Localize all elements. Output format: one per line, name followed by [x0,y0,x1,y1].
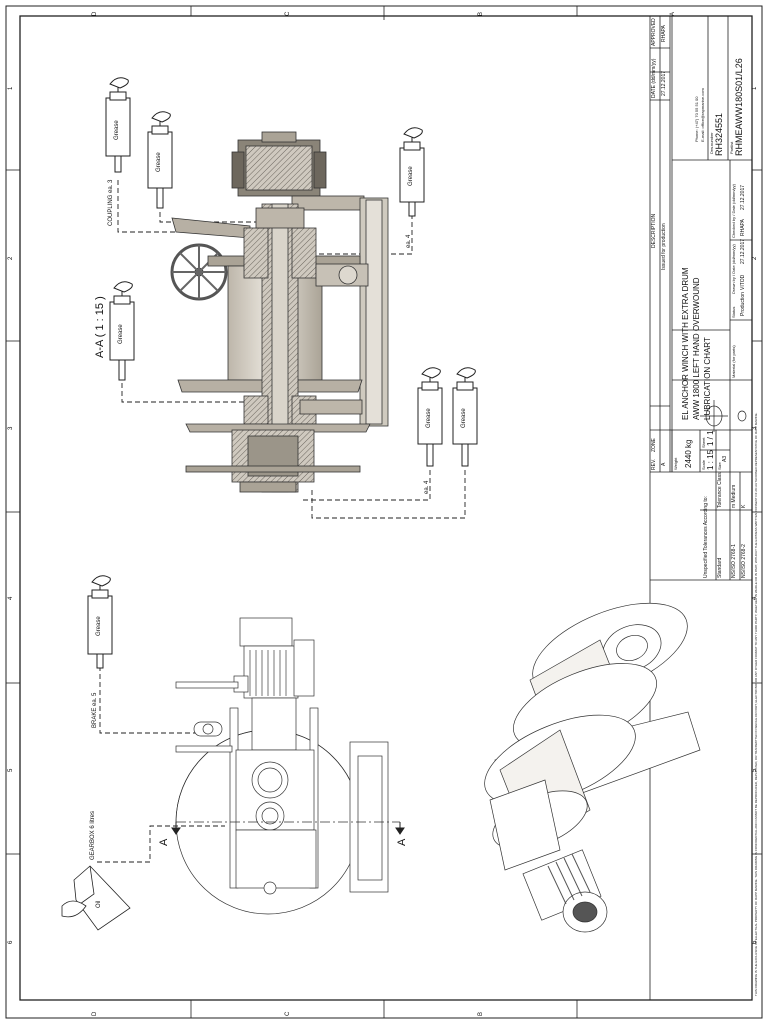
tb-material-label: Material (for parts) [731,345,736,378]
zone-marker-right-1: 1 [752,86,758,90]
zone-marker-bottom-D: D [92,1011,98,1016]
grease-gun-icon [417,367,443,467]
tb-std1: NS/ISO 2768-1 [731,544,737,578]
zone-marker-top-B: B [478,11,484,16]
grease-label-3: Grease [408,166,414,186]
grease-label-6: Grease [461,408,467,428]
grease-gun-icon [147,111,173,209]
grease-gun-icon [109,281,135,381]
grease-gun-7 [82,566,122,687]
zone-marker-left-6: 6 [8,940,14,944]
tb-description: Issued for production [661,223,667,270]
tb-checked-date: 27.12.2017 [740,184,746,210]
tb-sheet: 1 / 1 [706,430,715,446]
zone-marker-left-2: 2 [8,256,14,260]
tb-std2: NS/ISO 2768-2 [741,544,747,578]
oil-can [61,865,131,931]
tb-tolerances: Unspecified Tolerances According to: [703,496,709,578]
grease-gun-icon [105,77,131,173]
tb-std1-class: m Medium [731,484,737,508]
cut-letter-left: A [158,838,170,846]
cut-letter-right: A [396,838,408,846]
grease-gun-6 [447,356,487,477]
section-view [170,131,389,493]
tb-size-label: Size [717,462,722,470]
tb-description-header: DESCRIPTION [651,213,657,248]
tb-std2-class: K [741,504,747,508]
tb-weight-label: Weight [673,457,678,470]
grease-gun-4 [104,272,144,393]
oil-label: Oil [96,900,102,908]
zone-marker-right-2: 2 [752,256,758,260]
tb-checked: RHAPA [740,219,746,236]
isometric-view [484,602,701,933]
tb-approved-header: APPROVED [651,18,657,46]
callout-bearing-bottom: ea. 4 [424,480,430,494]
zone-marker-top-D: D [92,11,98,16]
tb-title-line2: AWW 1800 LEFT HAND OVERWOUND [692,277,701,420]
tb-disclaimer: THIS DRAWING IS THE EXCLUSIVE INTELLECTU… [754,412,758,996]
tb-status: Production [740,292,746,316]
zone-marker-left-5: 5 [8,768,14,772]
grease-label-1: Grease [114,120,120,140]
grease-gun-2 [142,104,182,229]
callout-brake: BRAKE ea. 5 [92,692,98,728]
title-block-frame [649,15,753,1001]
tb-tolerance-class: Tolerance Class [717,472,723,508]
tb-rev: A [661,462,667,466]
tb-title-line1: EL ANCHOR WINCH WITH EXTRA DRUM [681,267,690,420]
grease-gun-icon [87,575,113,669]
zone-marker-left-3: 3 [8,426,14,430]
tb-checked-label: Checked by / Date (dd/mm/yy) [731,183,736,238]
tb-date: 27.12.2017 [661,70,667,96]
tb-rev-header: REV. [651,458,657,470]
grease-label-7: Grease [96,616,102,636]
zone-ticks [6,6,762,1018]
tb-partlist: RHMEAWW180S01/L26 [734,58,744,156]
callout-coupling: COUPLING ea. 3 [108,179,114,226]
grease-gun-5 [412,356,452,477]
callout-bearing-top: ea. 4 [406,234,412,248]
front-view [175,617,400,915]
zone-marker-top-A: A [670,11,676,16]
projection-symbol [700,400,747,432]
zone-marker-bottom-C: C [285,1011,291,1016]
tb-drawn-label: Drawn by / Date (dd/mm/yy) [731,244,736,294]
zone-marker-left-1: 1 [8,86,14,90]
tb-weight: 2440 kg [684,439,693,468]
zone-marker-bottom-B: B [478,1011,484,1016]
section-label: A-A ( 1 : 15 ) [94,296,106,358]
tb-zone-header: ZONE [651,438,657,452]
grease-label-4: Grease [118,324,124,344]
grease-label-2: Grease [156,152,162,172]
tb-standard-label: Standard [717,557,723,578]
tb-drawn-date: 27.12.2017 [740,238,746,264]
zone-marker-left-4: 4 [8,596,14,600]
tb-drawing-number: RH324551 [714,112,724,156]
tb-drawn: VITOD [740,274,746,290]
tb-status-label: Status [731,306,736,318]
grease-gun-1 [100,72,140,197]
tb-size: A3 [722,455,728,462]
grease-label-5: Grease [426,408,432,428]
cut-arrows [171,822,405,835]
tb-date-header: DATE (dd/mm/yy) [651,58,657,98]
grease-gun-icon [399,127,425,217]
lubrication-lines [97,180,466,863]
tb-approved: RHAPA [661,25,667,42]
tb-contact-email: E-mail: office@rapmarine.com [700,88,705,142]
callout-gearbox: GEARBOX 6 litres [90,810,96,860]
zone-marker-top-C: C [285,11,291,16]
tb-scale: 1 : 15 [706,449,715,470]
tb-title-line3: LUBRICATION CHART [703,337,712,420]
grease-gun-icon [452,367,478,467]
tb-contact-phone: Phone: (+47) 70 55 51 00 [694,96,699,142]
grease-gun-3 [394,114,434,229]
